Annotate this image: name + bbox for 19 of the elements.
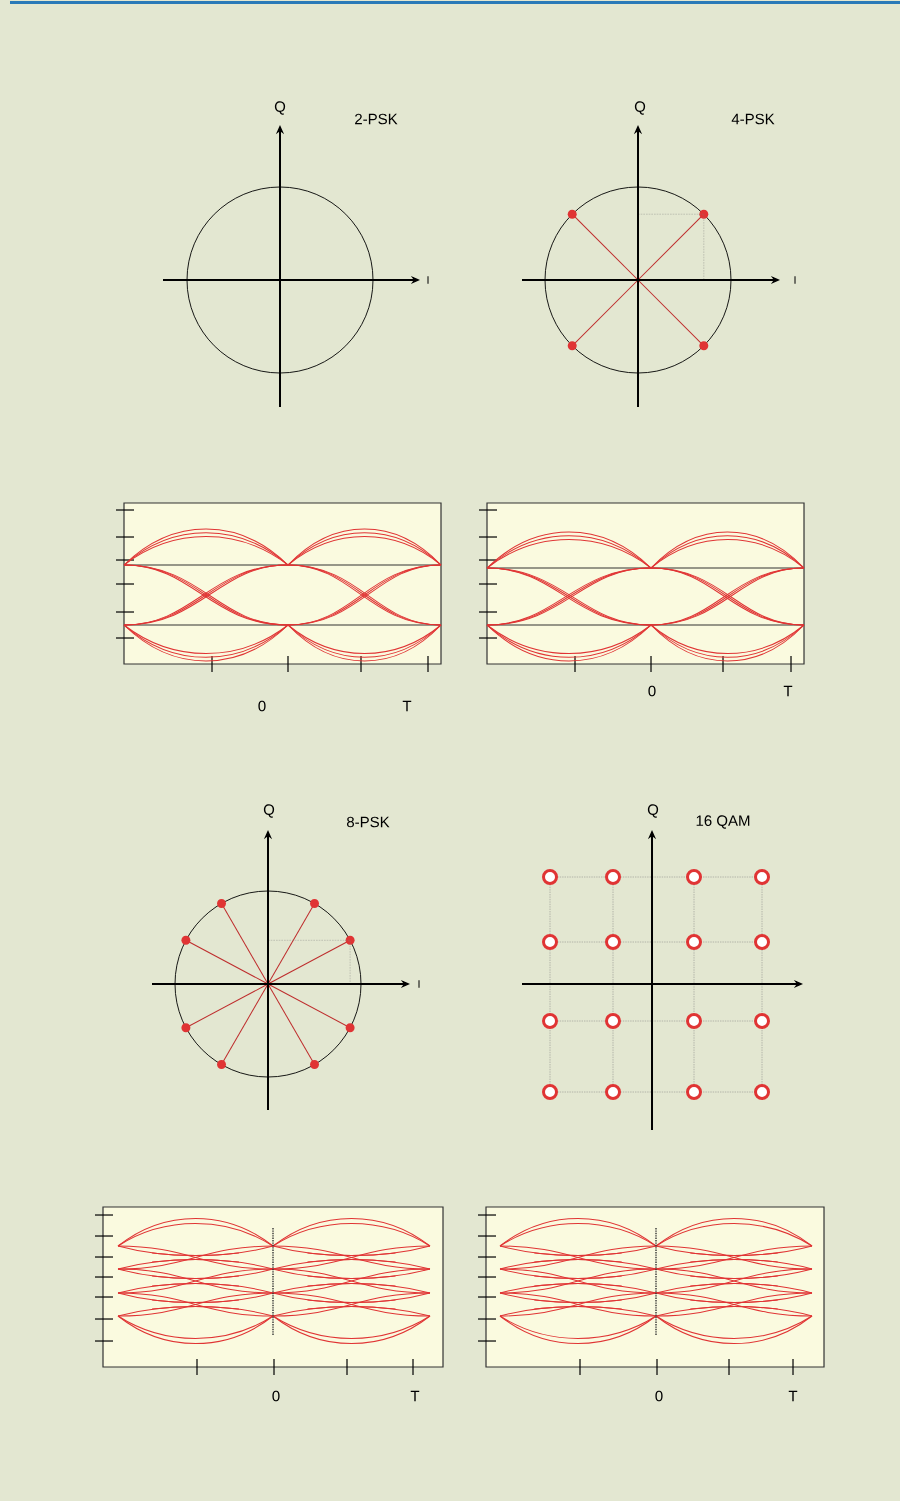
- tick-label: T: [788, 1390, 798, 1402]
- plot-title: 2-PSK: [355, 113, 398, 125]
- tick-label: 0: [272, 1390, 280, 1402]
- axis-label: I: [427, 276, 429, 284]
- tick-label: 0: [655, 1390, 663, 1402]
- plot-title: 16 QAM: [696, 815, 750, 829]
- tick-label: T: [410, 1390, 420, 1402]
- axis-label: Q: [274, 101, 286, 115]
- tick-label: 0: [648, 685, 656, 697]
- axis-label: Q: [263, 804, 275, 818]
- plot-title: 4-PSK: [731, 113, 775, 125]
- tick-label: T: [402, 700, 412, 712]
- tick-label: 0: [258, 700, 266, 712]
- axis-label: I: [794, 276, 796, 284]
- axis-label: I: [418, 980, 420, 988]
- axis-label: Q: [647, 804, 659, 818]
- plot-title: 8-PSK: [347, 816, 390, 828]
- axis-label: Q: [634, 101, 646, 115]
- tick-label: T: [783, 685, 793, 697]
